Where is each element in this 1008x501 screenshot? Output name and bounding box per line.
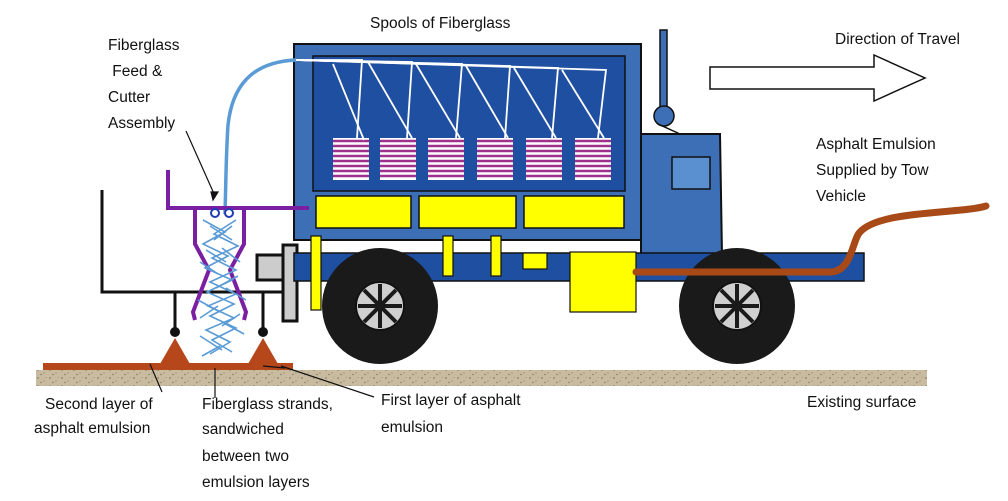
label-feed-cutter-line2: Feed & [108, 63, 163, 80]
emulsion-layer [43, 363, 293, 370]
label-second-layer-line1: Second layer of [45, 396, 153, 413]
existing-surface [36, 370, 927, 386]
exhaust-cap [653, 105, 675, 127]
label-supply-line1: Asphalt Emulsion [816, 136, 936, 153]
direction-arrow [709, 53, 927, 103]
label-existing-surface: Existing surface [807, 394, 917, 411]
spray-nozzle-right [258, 327, 268, 337]
label-supply-line2: Supplied by Tow [816, 162, 929, 179]
spray-nozzle-left [170, 327, 180, 337]
spool [333, 138, 369, 180]
fiberglass-feed-line [223, 58, 297, 215]
spool [526, 138, 562, 180]
label-direction: Direction of Travel [835, 31, 960, 48]
label-strands-line1: Fiberglass strands, [202, 396, 333, 413]
feed-roller [210, 208, 220, 218]
leader-lines [149, 130, 375, 398]
label-strands-line4: emulsion layers [202, 474, 310, 491]
label-feed-cutter-line4: Assembly [108, 115, 176, 132]
rear-wheel [322, 248, 438, 364]
label-first-layer-line2: emulsion [381, 419, 444, 436]
emulsion-hose [632, 202, 990, 276]
label-second-layer-line2: asphalt emulsion [34, 420, 151, 437]
yellow-panel [523, 195, 625, 229]
emulsion-spray-left [160, 338, 190, 364]
hitch-bracket [255, 253, 285, 282]
front-wheel [679, 248, 795, 364]
yellow-panel [418, 195, 517, 229]
truck-cab [640, 133, 724, 256]
spool [575, 138, 611, 180]
label-strands-line3: between two [202, 448, 290, 465]
label-supply-line3: Vehicle [816, 188, 866, 205]
emulsion-spray-right [248, 338, 278, 364]
label-strands-line2: sandwiched [202, 421, 284, 438]
spools [333, 138, 611, 180]
label-feed-cutter-line1: Fiberglass [108, 37, 180, 54]
yellow-frame [310, 235, 637, 313]
label-spools: Spools of Fiberglass [370, 15, 511, 32]
feed-roller [224, 208, 234, 218]
fiber-strands [295, 59, 608, 141]
yellow-panel [315, 195, 412, 229]
cab-window [671, 156, 711, 190]
chopped-fibers [197, 219, 247, 357]
spool [477, 138, 513, 180]
spool [380, 138, 416, 180]
spool [428, 138, 464, 180]
label-first-layer-line1: First layer of asphalt [381, 392, 521, 409]
label-feed-cutter-line3: Cutter [108, 89, 151, 106]
